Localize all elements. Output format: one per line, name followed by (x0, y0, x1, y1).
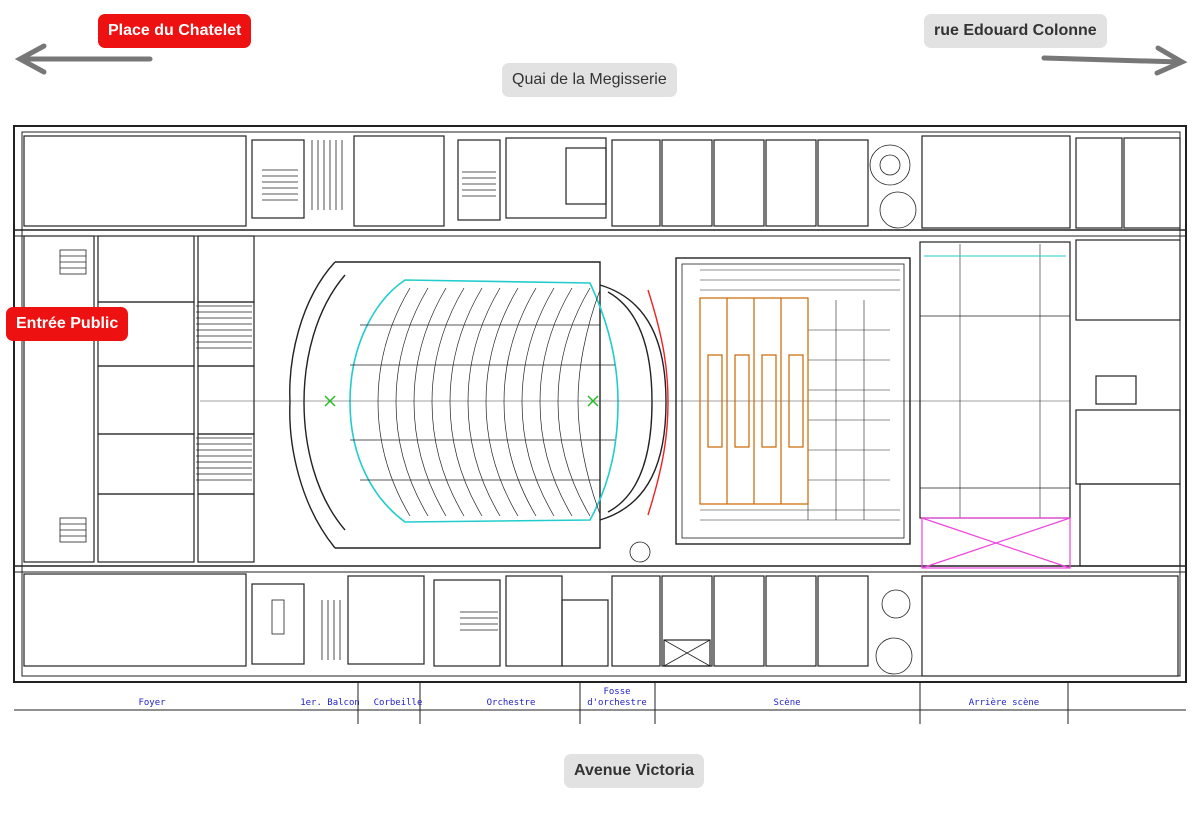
foyer-rooms (23, 235, 255, 563)
foyer-stairs (59, 249, 252, 543)
building-walls (13, 125, 1187, 683)
zone-arriere-scene: Arrière scène (969, 697, 1039, 708)
zone-orchestre: Orchestre (487, 698, 536, 708)
stairs-top (262, 140, 917, 229)
zone-foyer: Foyer (138, 698, 166, 708)
rue-edouard-colonne-label: rue Edouard Colonne (924, 14, 1107, 48)
seat-rows (350, 287, 615, 517)
orchestra-pit-edge (647, 289, 669, 516)
quai-de-la-megisserie-label: Quai de la Megisserie (502, 63, 677, 97)
stage-lifts (699, 297, 809, 505)
avenue-victoria-label: Avenue Victoria (564, 754, 705, 788)
zone-fosse-line1: Fosse (603, 687, 630, 697)
entree-public-label: Entrée Public (6, 307, 129, 341)
bottom-rooms (23, 573, 1179, 677)
orchestra-seating-outline (349, 279, 619, 523)
arrow-right-icon (1041, 45, 1188, 76)
arrow-left-icon (14, 43, 153, 75)
zone-scene: Scène (773, 697, 800, 708)
zone-corbeille: Corbeille (374, 698, 423, 708)
place-du-chatelet-label: Place du Chatelet (98, 14, 252, 48)
zone-legend-lines (14, 682, 1186, 724)
bottom-details (271, 541, 913, 675)
top-rooms (23, 135, 1181, 229)
backstage (919, 239, 1181, 567)
axis-markers (324, 395, 599, 407)
zone-balcon: 1er. Balcon (300, 698, 360, 708)
loading-area (921, 517, 1071, 569)
zone-fosse-line2: d'orchestre (587, 698, 647, 708)
auditorium (289, 261, 667, 549)
